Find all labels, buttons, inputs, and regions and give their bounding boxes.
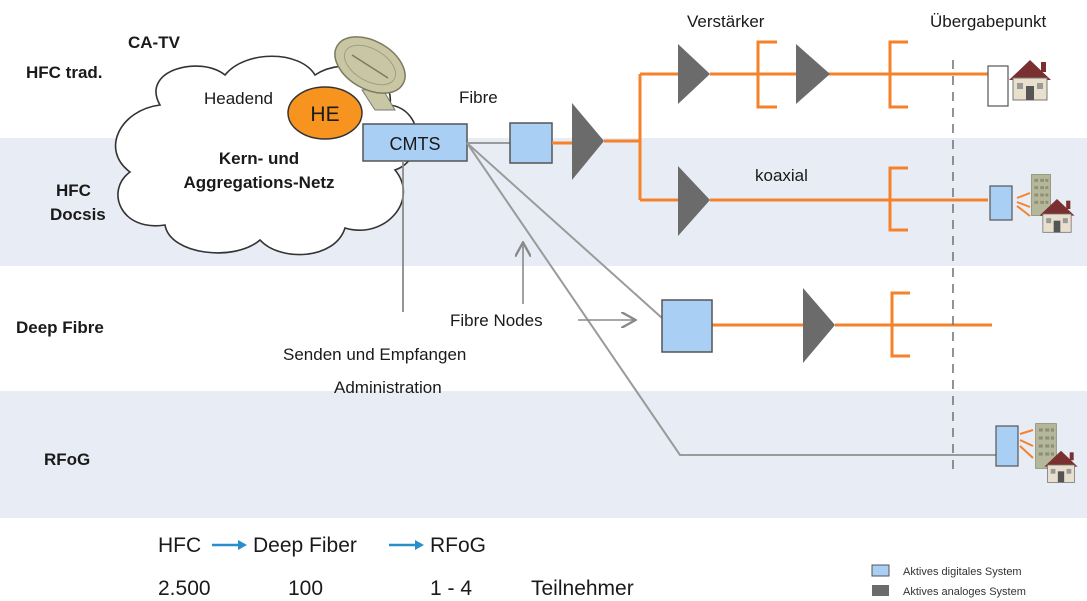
legend-analog-label: Aktives analoges System: [903, 586, 1026, 598]
legend-digital-swatch: [871, 564, 890, 577]
cloud-label-line1: Kern- und: [219, 149, 299, 168]
arrow-right-icon: [212, 540, 247, 550]
amplifier-icon: [572, 103, 604, 180]
amplifier-icon: [803, 288, 835, 363]
amplifier-icon: [678, 166, 710, 236]
legend: Aktives digitales System Aktives analoge…: [871, 564, 1026, 598]
verstaerker-label: Verstärker: [687, 12, 765, 31]
modem-box: [989, 185, 1013, 221]
label-deep-fibre: Deep Fibre: [16, 318, 104, 337]
administration-label: Administration: [334, 378, 442, 397]
bottom-deep-fiber: Deep Fiber: [253, 534, 357, 557]
cloud-label-line2: Aggregations-Netz: [183, 173, 334, 192]
row-bands: [0, 138, 1087, 518]
label-rfog: RFoG: [44, 450, 90, 469]
coax-lines: [552, 40, 992, 358]
amplifier-icon: [678, 44, 710, 104]
label-hfc-trad: HFC trad.: [26, 63, 103, 82]
bottom-rfog: RFoG: [430, 534, 486, 557]
white-box: [987, 65, 1009, 107]
subscribers-hfc: 2.500: [158, 577, 211, 600]
koaxial-label: koaxial: [755, 166, 808, 185]
subscribers-deep: 100: [288, 577, 323, 600]
subscribers-rfog: 1 - 4: [430, 577, 472, 600]
onu-box: [995, 425, 1019, 467]
fibre-node-deep: [661, 299, 713, 353]
amplifier-icon: [796, 44, 830, 104]
premises-hfc-trad: [987, 59, 1052, 107]
premises-hfc-docsis: [989, 174, 1075, 233]
bottom-hfc: HFC: [158, 534, 201, 557]
label-hfc: HFC: [56, 181, 91, 200]
label-docsis: Docsis: [50, 205, 106, 224]
cmts-box: [362, 123, 468, 162]
he-label: HE: [310, 103, 339, 126]
legend-analog-swatch: [872, 585, 889, 596]
senden-label: Senden und Empfangen: [283, 345, 466, 364]
teilnehmer-label: Teilnehmer: [531, 577, 634, 600]
band-deep-fibre: [0, 266, 1087, 391]
legend-digital-label: Aktives digitales System: [903, 566, 1022, 578]
cloud-headend-label: Headend: [204, 89, 273, 108]
arrow-right-icon: [389, 540, 424, 550]
fibre-lines: [466, 142, 996, 456]
he-oval: [287, 86, 363, 140]
house-connectors: [1016, 192, 1034, 459]
uebergabepunkt-label: Übergabepunkt: [930, 12, 1047, 31]
fibre-nodes-label: Fibre Nodes: [450, 311, 543, 330]
fibre-label: Fibre: [459, 88, 498, 107]
satellite-dish-icon: [334, 36, 406, 111]
cmts-label: CMTS: [390, 134, 441, 154]
premises-rfog: [995, 423, 1079, 483]
analog-amplifiers: [572, 44, 835, 363]
fibre-node-hfc: [509, 122, 553, 164]
label-catv: CA-TV: [128, 33, 181, 52]
